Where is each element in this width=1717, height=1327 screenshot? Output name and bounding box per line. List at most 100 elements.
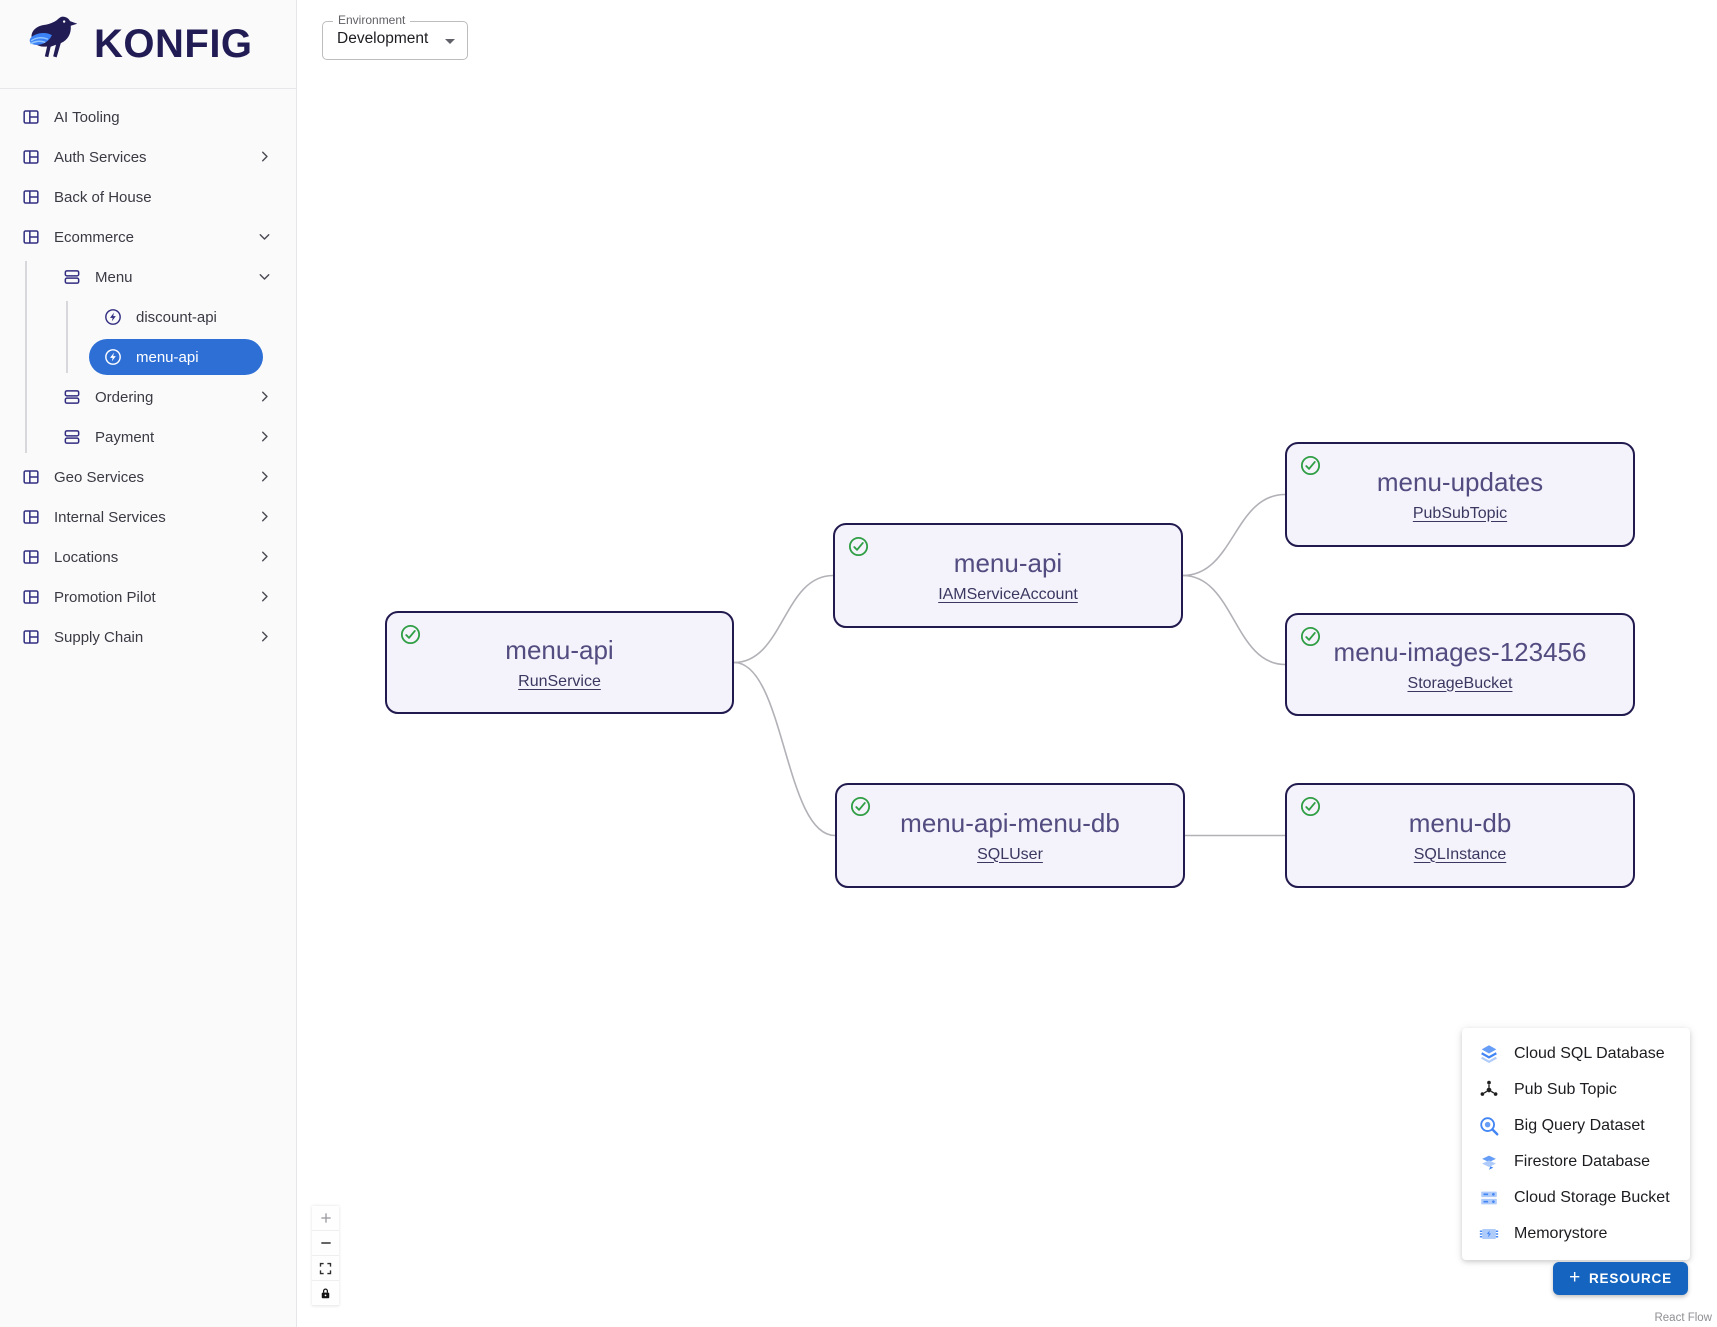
flow-edge-iam-service-account-to-storage-bucket [1182, 574, 1286, 666]
bolt-icon [103, 307, 123, 327]
firestore-database-icon [1478, 1151, 1500, 1173]
plus-icon: + [1569, 1266, 1581, 1288]
sidebar-item-ordering[interactable]: Ordering [0, 379, 297, 415]
status-ok-icon [847, 535, 870, 558]
sidebar-item-back-of-house[interactable]: Back of House [0, 179, 297, 215]
sidebar-item-label: Ecommerce [54, 228, 135, 246]
app-logo: KONFIG [0, 0, 296, 89]
status-ok-icon [399, 623, 422, 646]
chevron-right-icon [256, 148, 273, 165]
sidebar-item-label: AI Tooling [54, 108, 120, 126]
resource-menu-item-label: Cloud SQL Database [1514, 1045, 1665, 1062]
resource-menu-item-memorystore[interactable]: Memorystore [1462, 1216, 1690, 1252]
flow-controls [312, 1206, 339, 1306]
sidebar-item-geo-services[interactable]: Geo Services [0, 459, 297, 495]
sidebar-item-payment[interactable]: Payment [0, 419, 297, 455]
zoom-in-button[interactable] [312, 1206, 339, 1231]
resource-menu-item-pub-sub-topic[interactable]: Pub Sub Topic [1462, 1072, 1690, 1108]
node-resource-type-link[interactable]: SQLUser [977, 845, 1043, 863]
resource-menu-item-big-query-dataset[interactable]: Big Query Dataset [1462, 1108, 1690, 1144]
node-title: menu-api [953, 547, 1063, 578]
workspace-icon [21, 587, 41, 607]
sidebar-item-label: Supply Chain [54, 628, 144, 646]
sidebar-item-auth-services[interactable]: Auth Services [0, 139, 297, 175]
flow-edge-run-service-to-iam-service-account [733, 574, 834, 664]
logo-text: KONFIG [94, 21, 253, 66]
sidebar-item-internal-services[interactable]: Internal Services [0, 499, 297, 535]
sidebar-item-label: Ordering [95, 388, 154, 406]
pub-sub-topic-icon [1478, 1079, 1500, 1101]
add-resource-button-label: RESOURCE [1588, 1271, 1672, 1286]
stack-icon [62, 427, 82, 447]
fit-view-button[interactable] [312, 1256, 339, 1281]
memorystore-icon [1478, 1223, 1500, 1245]
sidebar-item-label: Locations [54, 548, 119, 566]
resource-menu-item-label: Firestore Database [1514, 1153, 1651, 1170]
cloud-sql-database-icon [1478, 1043, 1500, 1065]
add-resource-button[interactable]: + RESOURCE [1553, 1262, 1688, 1295]
sidebar-item-menu[interactable]: Menu [0, 259, 297, 295]
workspace-icon [21, 107, 41, 127]
stack-icon [62, 267, 82, 287]
workspace-icon [21, 467, 41, 487]
fit-icon [318, 1261, 333, 1276]
environment-select[interactable]: Environment Development [322, 13, 468, 60]
environment-select-value: Development [337, 30, 429, 47]
node-title: menu-api [505, 634, 614, 665]
resource-menu-item-label: Memorystore [1514, 1225, 1608, 1242]
workspace-icon [21, 627, 41, 647]
chevron-right-icon [256, 468, 273, 485]
node-resource-type-link[interactable]: PubSubTopic [1412, 504, 1508, 522]
chevron-right-icon [256, 628, 273, 645]
minus-icon [318, 1235, 334, 1251]
node-resource-type-link[interactable]: StorageBucket [1407, 674, 1513, 692]
resource-menu-item-firestore-database[interactable]: Firestore Database [1462, 1144, 1690, 1180]
flow-edge-iam-service-account-to-pubsub-topic [1182, 493, 1286, 577]
sidebar-item-menu-api[interactable]: menu-api [89, 339, 263, 375]
node-resource-type-link[interactable]: RunService [518, 672, 601, 690]
sidebar-item-promotion-pilot[interactable]: Promotion Pilot [0, 579, 297, 615]
chevron-right-icon [256, 388, 273, 405]
resource-menu-item-cloud-sql-database[interactable]: Cloud SQL Database [1462, 1036, 1690, 1072]
workspace-icon [21, 147, 41, 167]
lock-button[interactable] [312, 1281, 339, 1306]
status-ok-icon [1299, 625, 1322, 648]
workspace-icon [21, 507, 41, 527]
sidebar-item-label: Promotion Pilot [54, 588, 156, 606]
zoom-out-button[interactable] [312, 1231, 339, 1256]
sidebar-item-locations[interactable]: Locations [0, 539, 297, 575]
sidebar-item-label: discount-api [136, 308, 217, 326]
logo-bird-icon [18, 13, 84, 76]
flow-edge-run-service-to-sql-user [733, 661, 836, 837]
workspace-icon [21, 227, 41, 247]
indent-guide [25, 261, 27, 453]
chevron-right-icon [256, 508, 273, 525]
node-resource-type-link[interactable]: IAMServiceAccount [938, 585, 1078, 603]
react-flow-attribution[interactable]: React Flow [1654, 1312, 1712, 1324]
sidebar-item-label: Auth Services [54, 148, 147, 166]
resource-menu-item-cloud-storage-bucket[interactable]: Cloud Storage Bucket [1462, 1180, 1690, 1216]
chevron-down-icon [445, 39, 455, 44]
cloud-storage-bucket-icon [1478, 1187, 1500, 1209]
sidebar-item-ai-tooling[interactable]: AI Tooling [0, 99, 297, 135]
node-title: menu-images-123456 [1333, 636, 1587, 667]
sidebar-item-discount-api[interactable]: discount-api [89, 299, 263, 335]
sidebar-item-ecommerce[interactable]: Ecommerce [0, 219, 297, 255]
status-ok-icon [1299, 454, 1322, 477]
status-ok-icon [1299, 795, 1322, 818]
sidebar-item-label: Payment [95, 428, 155, 446]
stack-icon [62, 387, 82, 407]
lock-icon [318, 1286, 333, 1301]
sidebar-item-label: Back of House [54, 188, 152, 206]
sidebar-item-supply-chain[interactable]: Supply Chain [0, 619, 297, 655]
node-resource-type-link[interactable]: SQLInstance [1413, 845, 1507, 863]
sidebar-item-label: Internal Services [54, 508, 166, 526]
node-title: menu-updates [1376, 466, 1544, 497]
